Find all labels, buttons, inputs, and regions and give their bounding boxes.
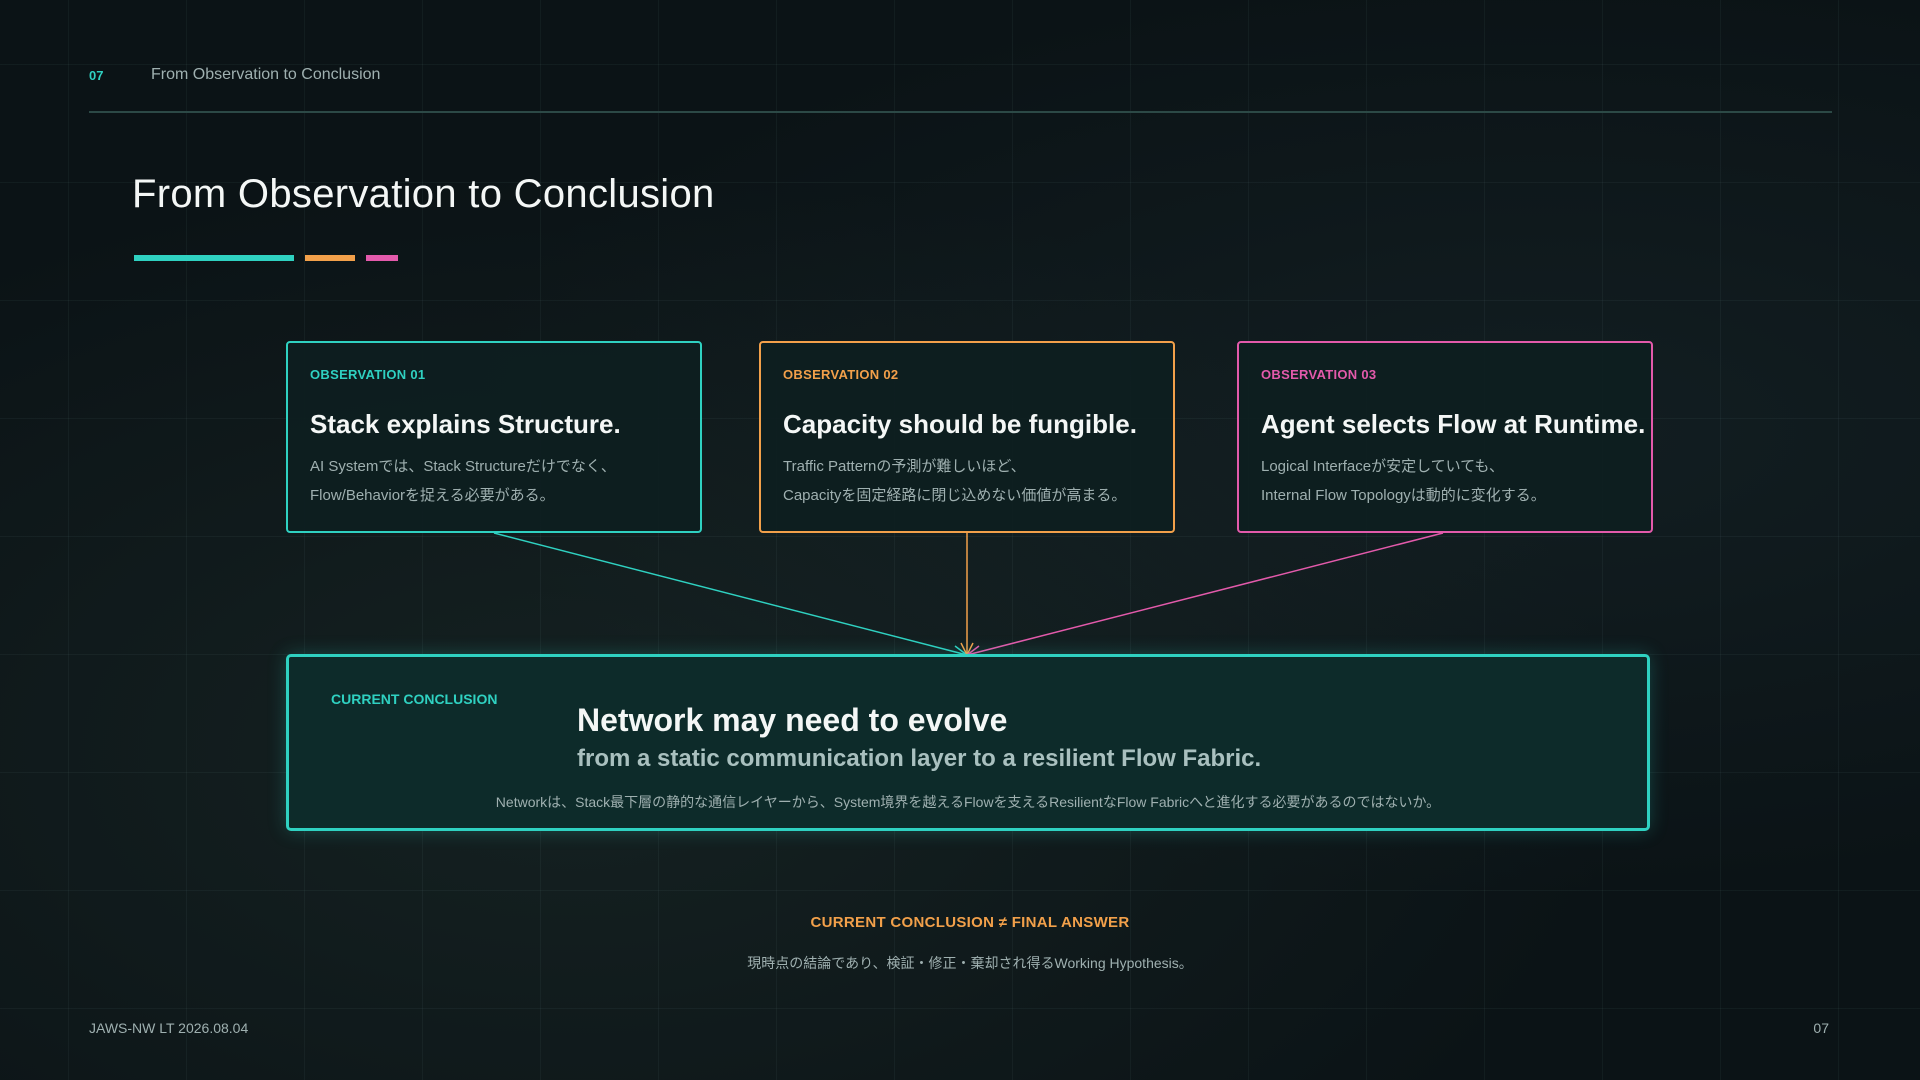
conclusion-note: Networkは、Stack最下層の静的な通信レイヤーから、System境界を越… (495, 794, 1441, 810)
footer-page-number: 07 (1813, 1020, 1829, 1036)
observation-card-02: OBSERVATION 02 Capacity should be fungib… (759, 341, 1175, 533)
observation-title: Capacity should be fungible. (783, 409, 1137, 439)
connector-obs3 (966, 532, 1444, 656)
accent-bar-pink (366, 255, 398, 261)
observation-card-03: OBSERVATION 03 Agent selects Flow at Run… (1237, 341, 1653, 533)
accent-bar-teal (134, 255, 294, 261)
observation-kicker: OBSERVATION 01 (310, 367, 426, 382)
observation-body: AI Systemでは、Stack Structureだけでなく、 Flow/B… (310, 452, 678, 510)
header-divider (89, 111, 1832, 113)
conclusion-kicker: CURRENT CONCLUSION (331, 691, 498, 707)
observation-title: Stack explains Structure. (310, 409, 621, 439)
observation-title: Agent selects Flow at Runtime. (1261, 409, 1646, 439)
conclusion-headline: Network may need to evolve (577, 702, 1008, 738)
hypothesis-subtext: 現時点の結論であり、検証・修正・棄却され得るWorking Hypothesis… (747, 955, 1193, 971)
observation-body-line: Traffic Patternの予測が難しいほど、 (783, 458, 1026, 475)
page-title: From Observation to Conclusion (132, 172, 715, 216)
observation-body-line: Logical Interfaceが安定していても、 (1261, 458, 1504, 475)
observation-body: Logical Interfaceが安定していても、 Internal Flow… (1261, 452, 1629, 510)
observation-body-line: Internal Flow Topologyは動的に変化する。 (1261, 487, 1546, 504)
observation-kicker: OBSERVATION 02 (783, 367, 899, 382)
observation-body: Traffic Patternの予測が難しいほど、 Capacityを固定経路に… (783, 452, 1151, 510)
accent-bar-orange (305, 255, 355, 261)
observation-kicker: OBSERVATION 03 (1261, 367, 1377, 382)
hypothesis-banner: CURRENT CONCLUSION ≠ FINAL ANSWER (810, 914, 1130, 931)
observation-body-line: Flow/Behaviorを捉える必要がある。 (310, 487, 555, 504)
observation-body-line: Capacityを固定経路に閉じ込めない価値が高まる。 (783, 487, 1127, 504)
footer-event-label: JAWS-NW LT 2026.08.04 (89, 1020, 249, 1036)
connector-obs1 (493, 532, 968, 656)
observation-body-line: AI Systemでは、Stack Structureだけでなく、 (310, 458, 616, 475)
conclusion-subline: from a static communication layer to a r… (577, 745, 1262, 772)
conclusion-box: CURRENT CONCLUSION Network may need to e… (286, 654, 1650, 831)
observation-card-01: OBSERVATION 01 Stack explains Structure.… (286, 341, 702, 533)
header-title: From Observation to Conclusion (151, 66, 381, 83)
header-page-number: 07 (89, 68, 104, 83)
